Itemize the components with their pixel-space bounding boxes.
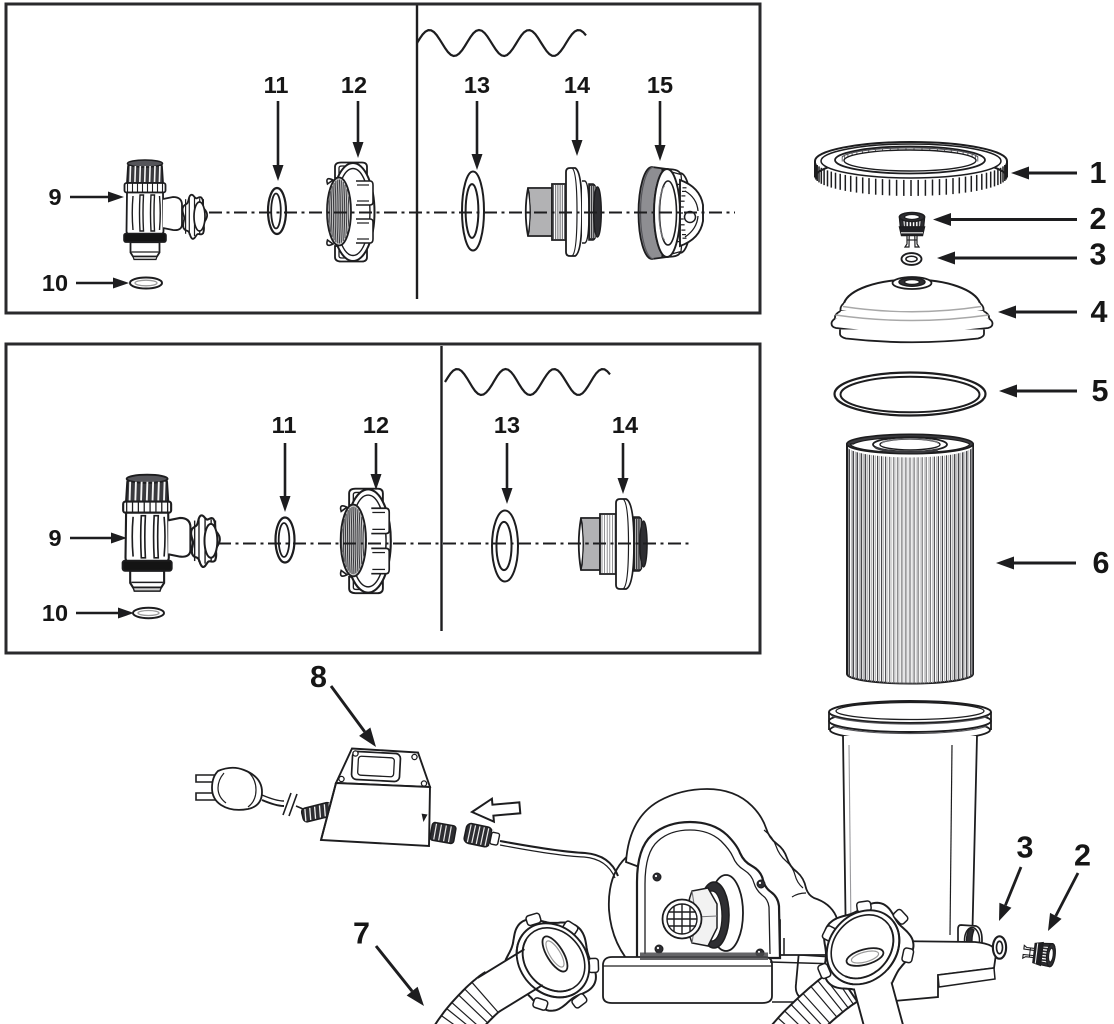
svg-text:15: 15 <box>647 72 673 98</box>
svg-text:11: 11 <box>272 412 297 438</box>
svg-text:4: 4 <box>1091 295 1108 329</box>
svg-text:9: 9 <box>48 525 61 551</box>
svg-text:11: 11 <box>264 72 289 98</box>
svg-text:5: 5 <box>1092 374 1109 408</box>
svg-text:1: 1 <box>1090 156 1107 190</box>
svg-text:14: 14 <box>612 412 638 438</box>
svg-text:12: 12 <box>341 72 367 98</box>
svg-text:13: 13 <box>464 72 490 98</box>
svg-text:10: 10 <box>42 600 68 626</box>
svg-text:9: 9 <box>48 184 61 210</box>
svg-text:3: 3 <box>1090 238 1107 272</box>
svg-text:3: 3 <box>1017 831 1034 865</box>
svg-text:6: 6 <box>1093 546 1110 580</box>
svg-text:13: 13 <box>494 412 520 438</box>
svg-text:2: 2 <box>1090 202 1107 236</box>
svg-text:12: 12 <box>363 412 389 438</box>
svg-text:10: 10 <box>42 270 68 296</box>
svg-text:7: 7 <box>353 917 370 951</box>
svg-text:2: 2 <box>1074 839 1091 873</box>
svg-text:14: 14 <box>564 72 590 98</box>
svg-text:8: 8 <box>310 660 327 694</box>
